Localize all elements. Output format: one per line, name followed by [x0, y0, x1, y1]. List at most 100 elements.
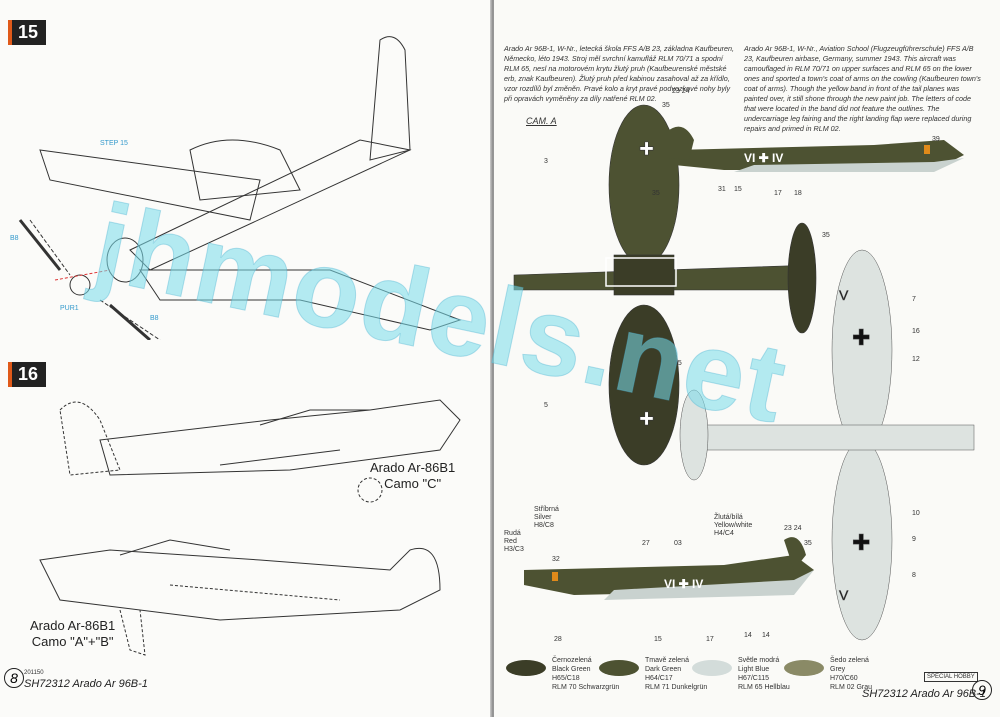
- footer-title: SH72312 Arado Ar 96B-1: [24, 678, 148, 690]
- callout: 15: [734, 186, 742, 193]
- note-line: H8/C8: [534, 522, 554, 529]
- note-yellow: Žlutá/bílá Yellow/white H4/C4: [714, 514, 752, 538]
- camouflage-profiles: ✚ ✚ VI ✚ IV ✚ ✚ V V VI ✚ IV: [513, 104, 975, 641]
- caption-camo-c: Arado Ar-86B1 Camo "C": [370, 460, 455, 492]
- callout: 18: [794, 190, 802, 197]
- svg-text:VI ✚ IV: VI ✚ IV: [664, 577, 703, 591]
- callout: 28: [554, 636, 562, 643]
- svg-text:VI ✚ IV: VI ✚ IV: [744, 151, 783, 165]
- caption-camo-ab: Arado Ar-86B1 Camo "A"+"B": [30, 618, 115, 650]
- color-swatch: [784, 660, 824, 676]
- part-label: STEP 15: [100, 140, 128, 147]
- callout: 9: [912, 536, 916, 543]
- step-15-assembly-drawing: [18, 36, 462, 340]
- callout: 03: [674, 540, 682, 547]
- brand-logo: SPECIAL HOBBY: [924, 672, 978, 682]
- left-page: 15 STEP 15 B8 B8 PUR1 16 Arado Ar-86B1: [0, 0, 492, 717]
- note-line: Rudá: [504, 530, 521, 537]
- callout: 17: [774, 190, 782, 197]
- caption-line: Camo "C": [384, 476, 442, 491]
- callout: 8: [912, 572, 916, 579]
- callout: 39: [932, 136, 940, 143]
- legend-rlm: RLM 70 Schwarzgrün: [552, 684, 620, 691]
- callout: 35: [804, 540, 812, 547]
- svg-text:✚: ✚: [852, 530, 870, 555]
- note-line: Stříbrná: [534, 506, 559, 513]
- color-swatch: [506, 660, 546, 676]
- svg-text:V: V: [839, 287, 849, 303]
- side-view-camo-c: [59, 399, 461, 503]
- legend-code: H65/C18: [552, 675, 580, 682]
- note-line: Red: [504, 538, 517, 545]
- callout: 27: [642, 540, 650, 547]
- color-swatch: [692, 660, 732, 676]
- caption-line: Camo "A"+"B": [31, 634, 114, 649]
- callout: 10: [912, 510, 920, 517]
- legend-cz: Tmavě zelená: [645, 657, 689, 664]
- description-en: Arado Ar 96B-1, W-Nr., Aviation School (…: [744, 44, 981, 133]
- callout: 35: [674, 360, 682, 367]
- legend-rlm: RLM 71 Dunkelgrün: [645, 684, 708, 691]
- side-view-camo-ab: [39, 539, 441, 656]
- side-view-lower: VI ✚ IV: [524, 537, 814, 600]
- legend-en: Grey: [830, 666, 846, 673]
- note-line: Žlutá/bílá: [714, 514, 743, 521]
- description-cz: Arado Ar 96B-1, W-Nr., letecká škola FFS…: [504, 44, 734, 103]
- legend-code: H67/C115: [738, 675, 770, 682]
- callout: 35: [822, 232, 830, 239]
- svg-text:✚: ✚: [852, 325, 870, 350]
- step-number: 15: [8, 20, 47, 45]
- callout: 31: [718, 186, 726, 193]
- page-number: 8: [4, 668, 24, 688]
- legend-en: Black Green: [552, 666, 591, 673]
- callout: 14: [762, 632, 770, 639]
- callout: 35: [652, 190, 660, 197]
- caption-line: Arado Ar-86B1: [30, 618, 116, 633]
- legend-code: H64/C17: [645, 675, 673, 682]
- side-view-upper: VI ✚ IV: [669, 126, 964, 172]
- note-line: Yellow/white: [714, 522, 753, 529]
- page-number: 9: [972, 680, 992, 700]
- caption-line: Arado Ar-86B1: [370, 460, 456, 475]
- callout: 15: [654, 636, 662, 643]
- legend-cz: Světle modrá: [738, 657, 780, 664]
- callout: 3: [544, 158, 548, 165]
- callout: 12: [912, 356, 920, 363]
- color-swatch: [599, 660, 639, 676]
- top-view: ✚ ✚: [513, 104, 817, 466]
- svg-text:V: V: [839, 587, 849, 603]
- legend-en: Light Blue: [738, 666, 770, 673]
- callout: 5: [544, 402, 548, 409]
- part-label: B8: [150, 315, 159, 322]
- callout: 32: [552, 556, 560, 563]
- legend-code: H70/C60: [830, 675, 858, 682]
- callout: 35: [662, 102, 670, 109]
- legend-en: Dark Green: [645, 666, 682, 673]
- callout: 14: [744, 632, 752, 639]
- page-gutter: [490, 0, 496, 717]
- right-page: Arado Ar 96B-1, W-Nr., letecká škola FFS…: [494, 0, 1000, 717]
- callout: 7: [912, 296, 916, 303]
- note-line: H4/C4: [714, 530, 734, 537]
- note-red: Rudá Red H3/C3: [504, 530, 524, 554]
- callout: 23 24: [784, 525, 802, 532]
- legend-cz: Šedo zelená: [830, 657, 869, 664]
- callout: 17: [706, 636, 714, 643]
- note-silver: Stříbrná Silver H8/C8: [534, 506, 559, 530]
- legend-cz: Černozelená: [552, 657, 592, 664]
- svg-text:✚: ✚: [639, 409, 654, 429]
- underside-view: ✚ ✚ V V: [679, 249, 975, 641]
- part-label: B8: [10, 235, 19, 242]
- callout: 23 24: [672, 88, 690, 95]
- scheme-title: CAM. A: [526, 116, 557, 126]
- step-number: 16: [8, 362, 47, 387]
- note-line: H3/C3: [504, 546, 524, 553]
- legend-rlm: RLM 02 Grau: [830, 684, 873, 691]
- product-code: 201150: [24, 670, 44, 676]
- footer-title: SH72312 Arado Ar 96B-1: [862, 688, 986, 700]
- callout: 16: [912, 328, 920, 335]
